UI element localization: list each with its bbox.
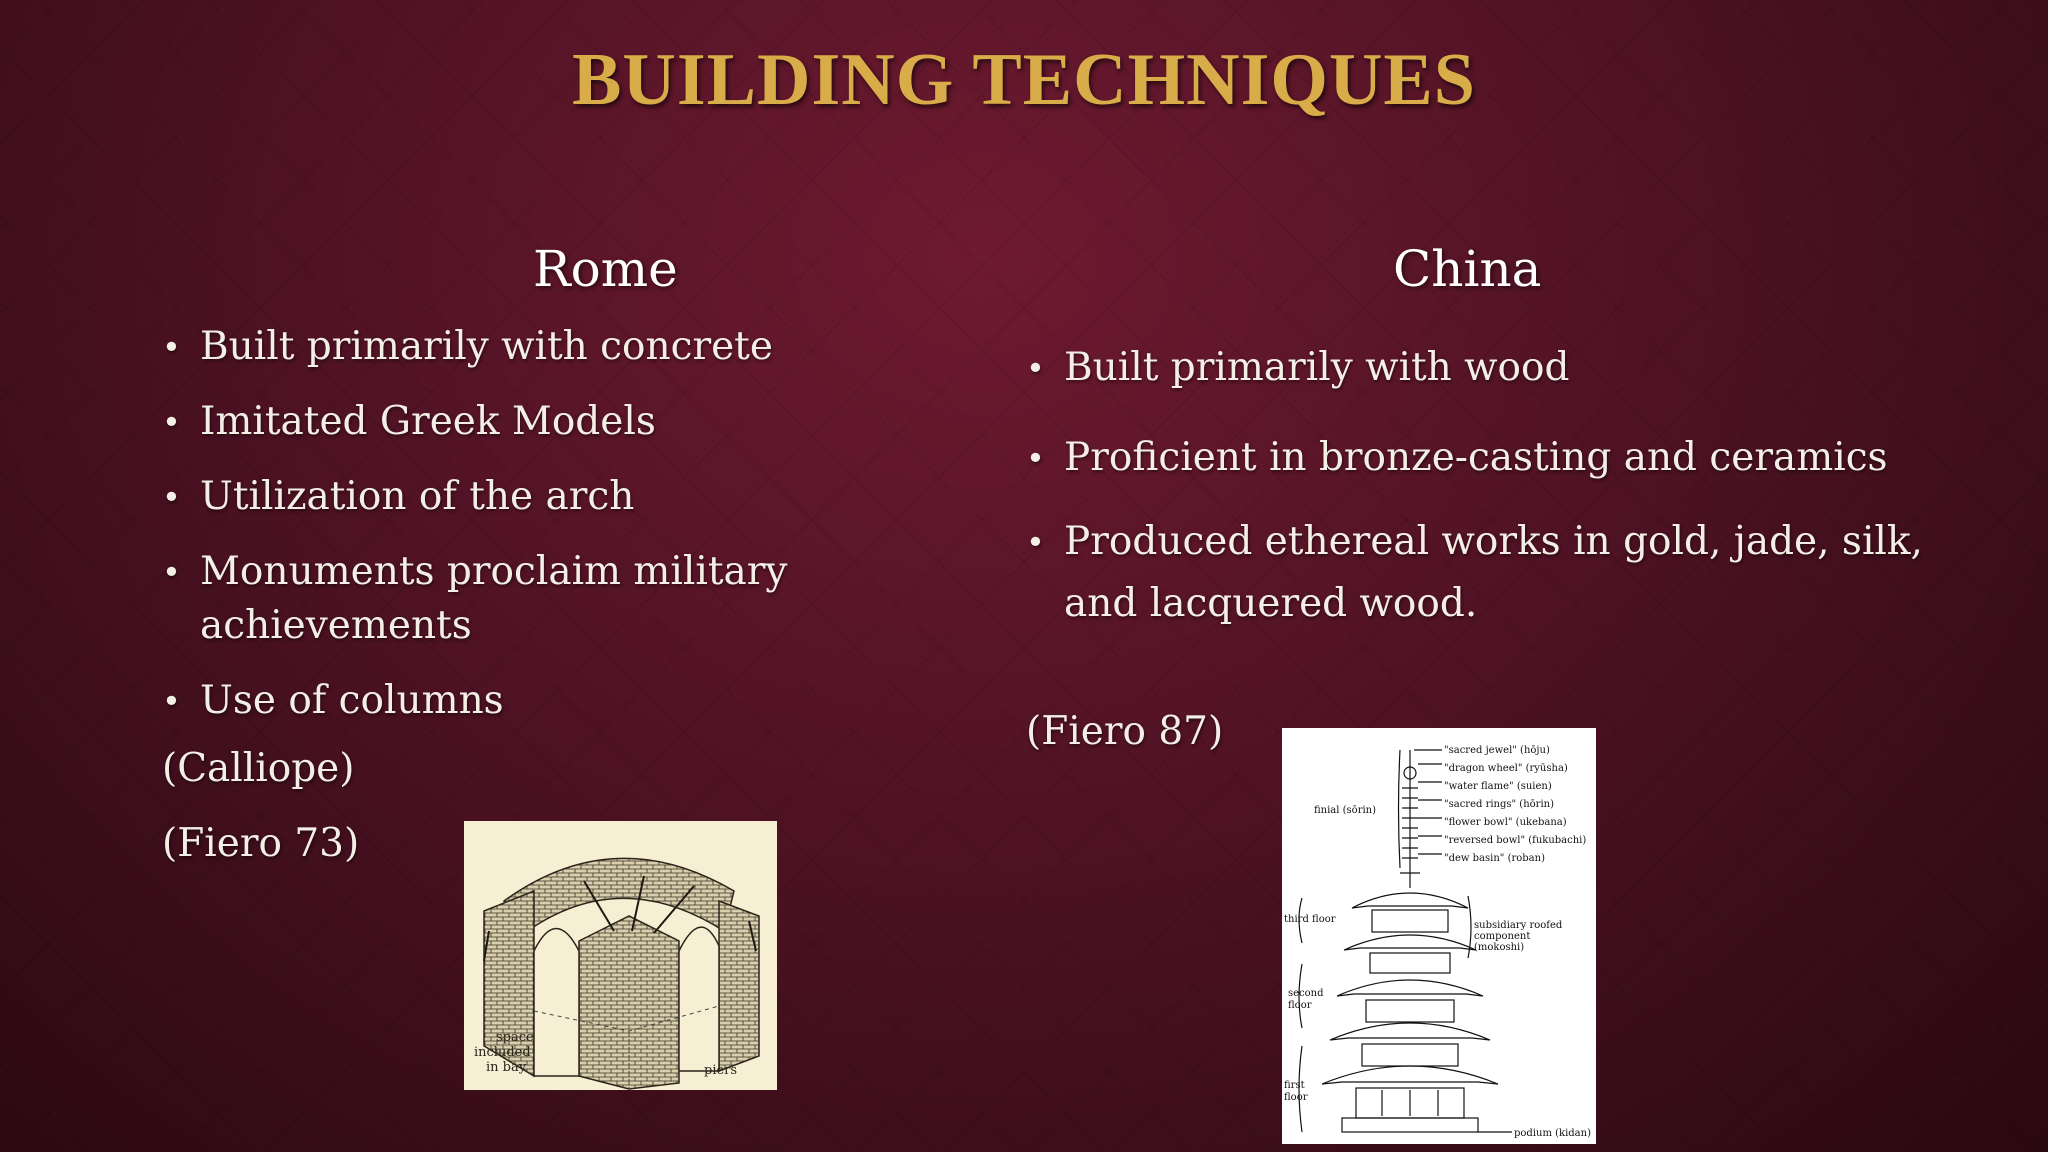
china-bullet: Proficient in bronze-casting and ceramic… [1026, 427, 1926, 489]
slide-title: BUILDING TECHNIQUES [572, 39, 1476, 121]
pagoda-label-bowl: "reversed bowl" (fukubachi) [1444, 835, 1586, 846]
pagoda-label-dew: "dew basin" (roban) [1444, 853, 1545, 864]
rome-heading: Rome [533, 240, 678, 298]
rome-citation-fiero: (Fiero 73) [162, 821, 360, 866]
rome-bullet: Monuments proclaim military achievements [162, 545, 802, 653]
pagoda-label-flower: "flower bowl" (ukebana) [1444, 817, 1567, 828]
pagoda-label-rings: "sacred rings" (hōrin) [1444, 799, 1554, 810]
pagoda-label-finial: finial (sōrin) [1314, 805, 1376, 816]
pagoda-label-podium: podium (kidan) [1514, 1128, 1591, 1139]
pagoda-illustration: "sacred jewel" (hōju) "dragon wheel" (ry… [1284, 745, 1591, 1139]
china-bullet: Produced ethereal works in gold, jade, s… [1026, 511, 1926, 635]
china-citation-fiero: (Fiero 87) [1026, 709, 1224, 754]
china-bullet: Built primarily with wood [1026, 337, 1926, 399]
rome-bullet: Utilization of the arch [162, 470, 802, 524]
china-bullet-list: Built primarily with wood Proficient in … [1026, 337, 1926, 635]
arch-label-piers: piers [704, 1063, 737, 1078]
pagoda-label-jewel: "sacred jewel" (hōju) [1444, 745, 1550, 756]
rome-bullet: Use of columns [162, 674, 802, 728]
pagoda-label-water: "water flame" (suien) [1444, 781, 1552, 792]
rome-bullet-list: Built primarily with concrete Imitated G… [162, 320, 802, 728]
rome-bullet: Built primarily with concrete [162, 320, 802, 374]
china-heading: China [1393, 240, 1542, 298]
rome-bullet: Imitated Greek Models [162, 395, 802, 449]
pagoda-label-dragon: "dragon wheel" (ryūsha) [1444, 763, 1568, 774]
rome-citation-calliope: (Calliope) [162, 746, 355, 791]
pagoda-label-third: third floor [1284, 914, 1336, 925]
pagoda-figure: "sacred jewel" (hōju) "dragon wheel" (ry… [1282, 728, 1596, 1144]
